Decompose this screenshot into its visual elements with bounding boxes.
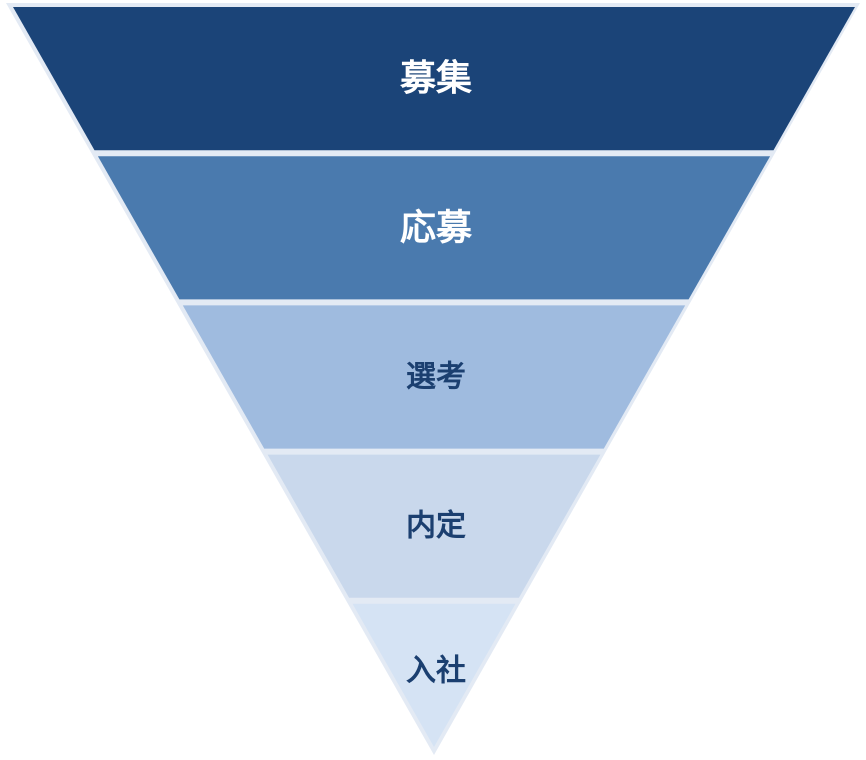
funnel-stage-shape — [13, 7, 855, 151]
funnel-stage-1: 募集 — [13, 7, 855, 151]
funnel-stage-shape — [267, 454, 601, 598]
funnel-stage-3: 選考 — [182, 305, 686, 449]
funnel-stage-shape — [352, 603, 516, 747]
funnel-stage-label: 入社 — [406, 654, 466, 689]
funnel-stage-shape — [97, 156, 771, 300]
funnel-stage-5: 入社 — [352, 603, 516, 747]
funnel-stage-label: 募集 — [399, 58, 472, 99]
funnel-stage-2: 応募 — [97, 156, 771, 300]
funnel-stage-4: 内定 — [267, 454, 601, 598]
funnel-stage-label: 応募 — [400, 207, 473, 248]
funnel-stage-label: 内定 — [406, 509, 466, 544]
funnel-stage-label: 選考 — [406, 360, 466, 395]
funnel-stage-shape — [182, 305, 686, 449]
